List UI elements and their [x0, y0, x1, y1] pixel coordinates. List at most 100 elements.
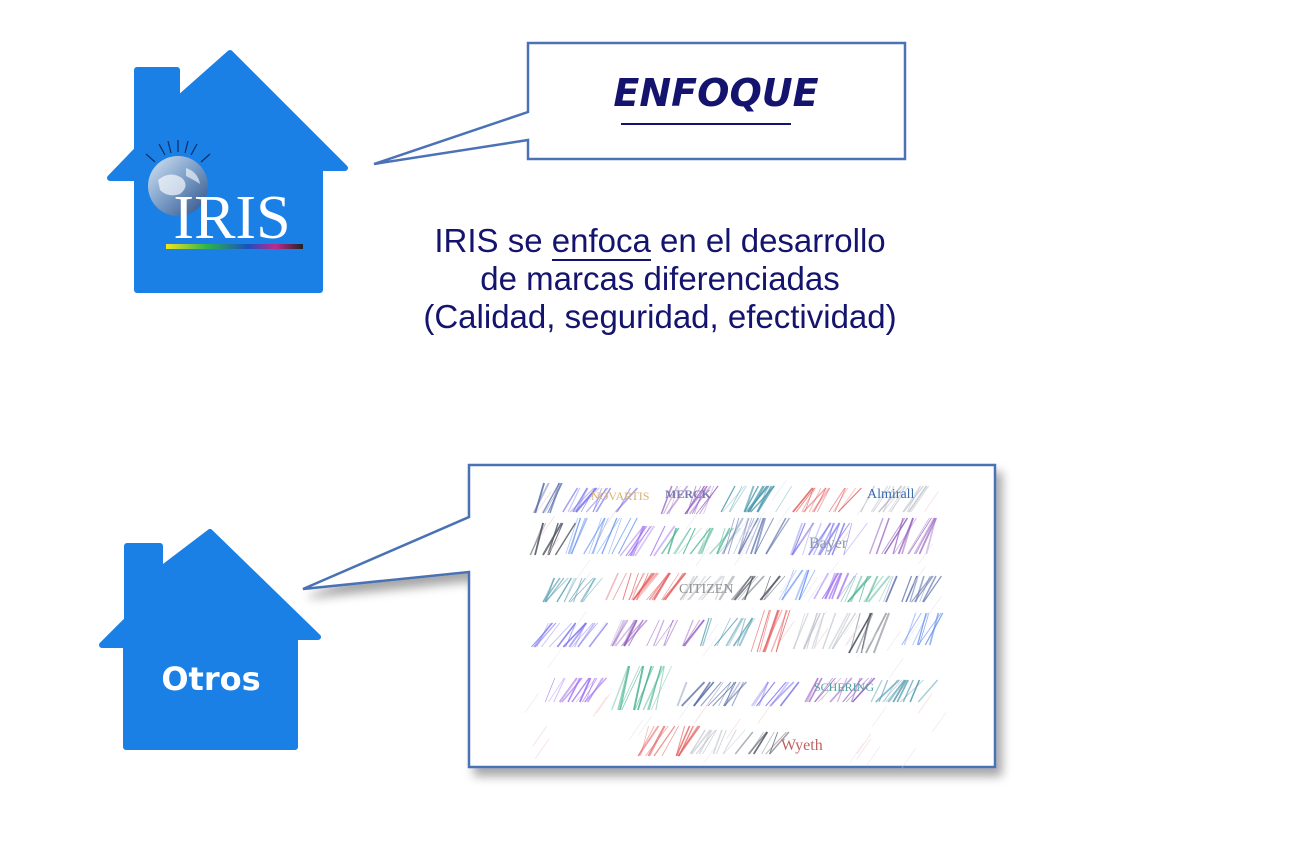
logo-hatch-mark	[687, 575, 712, 601]
logo-hatch-mark	[865, 612, 888, 654]
logo-hatch-mark	[672, 527, 692, 555]
logo-hatch-mark	[896, 679, 909, 703]
logo-hatch-mark	[806, 677, 819, 703]
background-hatch-mark	[848, 743, 864, 764]
logo-hatch-mark	[695, 485, 719, 515]
logo-hatch-mark	[764, 609, 780, 653]
logo-hatch-mark	[663, 485, 678, 515]
description-line-2: de marcas diferenciadas	[480, 260, 840, 297]
title-callout-shape	[373, 41, 907, 166]
logo-hatch-mark	[650, 665, 672, 711]
logo-hatch-mark	[892, 517, 904, 555]
logo-hatch-mark	[717, 527, 741, 555]
logo-hatch-mark	[586, 677, 604, 703]
logo-hatch-mark	[860, 485, 875, 513]
logo-hatch-mark	[769, 731, 790, 755]
logo-hatch-mark	[924, 612, 944, 646]
logo-hatch-mark	[744, 575, 754, 601]
logo-hatch-mark	[544, 577, 569, 603]
logo-hatch-mark	[806, 612, 818, 650]
background-hatch-mark	[630, 530, 646, 551]
logo-hatch-mark	[759, 609, 772, 653]
logo-hatch-mark	[747, 731, 768, 755]
logo-hatch-mark	[847, 575, 872, 603]
logo-hatch-mark	[572, 577, 583, 603]
background-hatch-mark	[931, 712, 947, 733]
logo-hatch-mark	[736, 617, 746, 647]
logo-hatch-mark	[737, 517, 750, 555]
logo-hatch-mark	[591, 517, 609, 555]
logo-hatch-mark	[622, 619, 636, 647]
logo-hatch-mark	[917, 612, 942, 646]
logo-hatch-mark	[868, 517, 884, 555]
logo-hatch-mark	[909, 575, 919, 603]
logo-hatch-mark	[568, 622, 588, 648]
logo-hatch-mark	[761, 731, 775, 755]
logo-hatch-mark	[723, 681, 737, 707]
logo-hatch-mark	[713, 617, 739, 647]
logo-hatch-mark	[653, 572, 671, 601]
logo-hatch-mark	[882, 679, 903, 703]
background-hatch-mark	[666, 485, 682, 507]
logo-hatch-mark	[646, 619, 660, 647]
logo-hatch-mark	[733, 575, 752, 601]
logo-hatch-mark	[698, 729, 713, 755]
logo-hatch-mark	[908, 517, 932, 555]
background-hatch-mark	[911, 565, 927, 586]
title-callout	[373, 41, 907, 166]
logo-hatch-mark	[556, 622, 577, 648]
background-hatch-mark	[834, 530, 850, 551]
logo-hatch-mark	[637, 725, 655, 757]
logo-hatch-mark	[548, 522, 564, 556]
logo-hatch-mark	[611, 619, 629, 647]
logo-hatch-mark	[547, 522, 559, 556]
logo-hatch-mark	[632, 572, 655, 601]
logo-hatch-mark	[824, 522, 834, 556]
logo-hatch-mark	[570, 517, 588, 555]
logo-hatch-mark	[901, 517, 914, 555]
logo-hatch-mark	[619, 525, 645, 557]
logo-hatch-mark	[580, 577, 597, 603]
logo-hatch-mark	[534, 482, 546, 514]
logo-hatch-mark	[645, 725, 669, 757]
background-hatch-mark	[812, 611, 827, 632]
logo-hatch-mark	[699, 617, 710, 647]
logo-hatch-mark	[758, 681, 769, 707]
logo-hatch-mark	[667, 527, 678, 555]
logo-hatch-mark	[808, 522, 832, 556]
logo-hatch-mark	[793, 612, 806, 650]
logo-hatch-mark	[728, 617, 744, 647]
logo-hatch-mark	[655, 619, 675, 647]
logo-hatch-mark	[918, 517, 937, 555]
logo-hatch-mark	[795, 487, 815, 513]
brands-callout-shape	[302, 463, 997, 769]
logo-hatch-mark	[649, 725, 666, 757]
logo-hatch-mark	[562, 622, 587, 648]
logo-hatch-mark	[883, 517, 909, 555]
logo-hatch-mark	[549, 482, 560, 514]
logo-hatch-mark	[544, 482, 563, 514]
logo-hatch-mark	[791, 522, 806, 556]
logo-hatch-mark	[778, 569, 797, 601]
logo-hatch-mark	[661, 572, 680, 601]
logo-hatch-mark	[702, 729, 717, 755]
brand-logo: MERCK	[665, 487, 711, 501]
logo-hatch-mark	[897, 517, 915, 555]
logo-hatch-mark	[605, 572, 619, 601]
logo-hatch-mark	[728, 485, 743, 513]
logo-hatch-mark	[585, 487, 609, 513]
description-line-1-post: en el desarrollo	[650, 222, 886, 259]
background-hatch-mark	[637, 715, 653, 736]
logo-hatch-mark	[562, 487, 579, 513]
background-hatch-mark	[733, 544, 749, 566]
logo-hatch-mark	[612, 572, 627, 601]
logo-hatch-mark	[695, 729, 716, 755]
description-text: IRIS se enfoca en el desarrollo de marca…	[340, 222, 980, 336]
logo-hatch-mark	[919, 517, 938, 555]
logo-hatch-mark	[779, 681, 800, 707]
logo-hatch-mark	[625, 525, 648, 557]
house-shape	[107, 50, 348, 293]
description-line-1-pre: IRIS se	[434, 222, 552, 259]
logo-hatch-mark	[765, 681, 787, 707]
logo-hatch-mark	[918, 612, 930, 646]
